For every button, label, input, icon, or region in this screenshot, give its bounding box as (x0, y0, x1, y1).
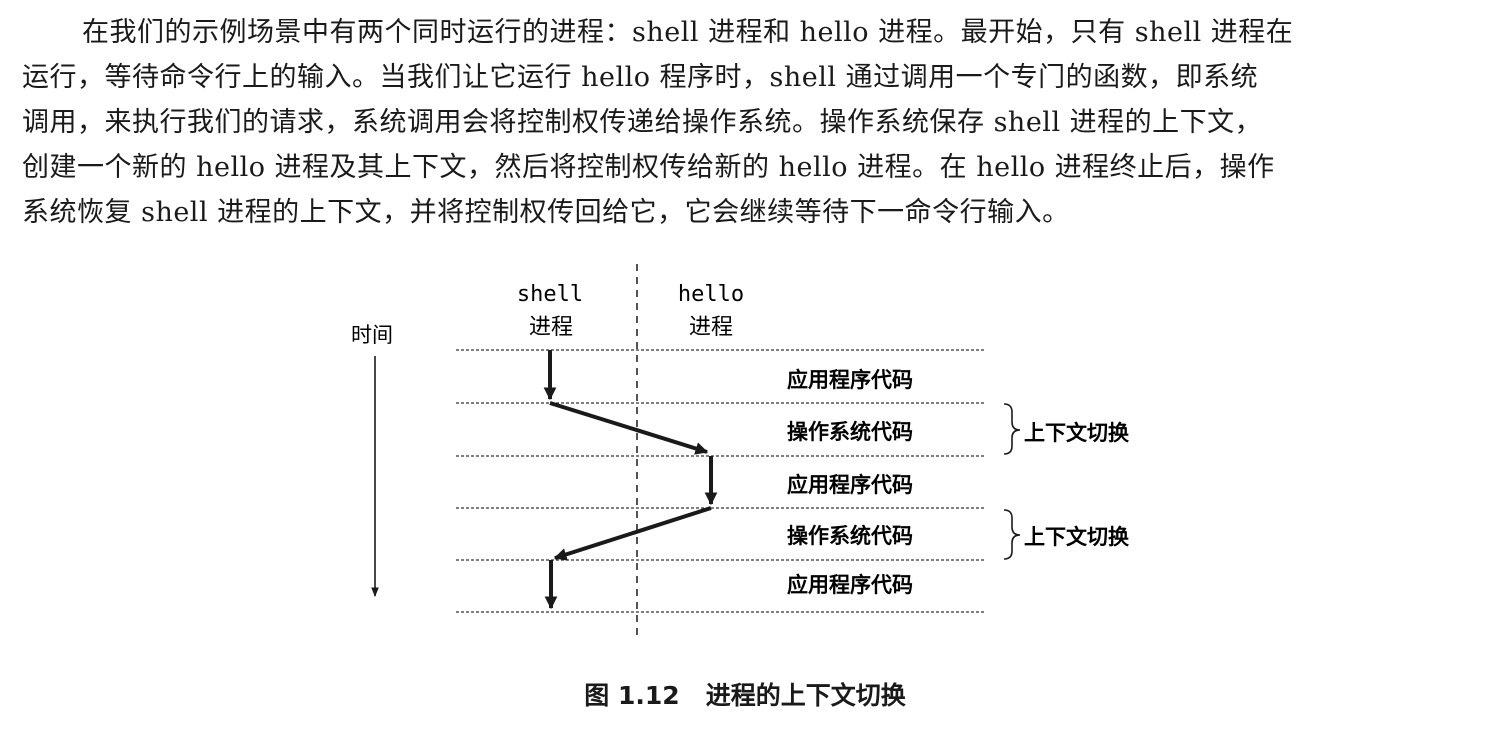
shell-column-sub: 进程 (529, 315, 573, 340)
paragraph-line: 调用，来执行我们的请求，系统调用会将控制权传递给操作系统。操作系统保存 shel… (22, 107, 1263, 138)
paragraph-line: 系统恢复 shell 进程的上下文，并将控制权传回给它，它会继续等待下一命令行输… (22, 197, 1070, 228)
shell-column-name: shell (517, 282, 583, 307)
paragraph-line: 运行，等待命令行上的输入。当我们让它运行 hello 程序时，shell 通过调… (22, 62, 1259, 93)
paragraph-line: 在我们的示例场景中有两个同时运行的进程：shell 进程和 hello 进程。最… (82, 17, 1294, 48)
hello-column-sub: 进程 (689, 315, 733, 340)
context-switch-label: 上下文切换 (1024, 525, 1130, 549)
band-label: 操作系统代码 (787, 420, 913, 444)
figure-caption: 图 1.12 进程的上下文切换 (584, 681, 906, 710)
brace (1003, 403, 1021, 455)
band-label: 操作系统代码 (787, 524, 913, 548)
band-label: 应用程序代码 (787, 473, 913, 497)
time-label: 时间 (351, 323, 393, 347)
flow-arrow (549, 401, 709, 455)
band-label: 应用程序代码 (787, 368, 913, 392)
brace (1003, 509, 1021, 560)
flow-arrow (553, 506, 712, 561)
paragraph-line: 创建一个新的 hello 进程及其上下文，然后将控制权传给新的 hello 进程… (22, 152, 1275, 183)
band-label: 应用程序代码 (787, 573, 913, 597)
hello-column-name: hello (678, 282, 744, 307)
body-paragraph: 在我们的示例场景中有两个同时运行的进程：shell 进程和 hello 进程。最… (22, 10, 1462, 235)
context-switch-label: 上下文切换 (1024, 421, 1130, 445)
